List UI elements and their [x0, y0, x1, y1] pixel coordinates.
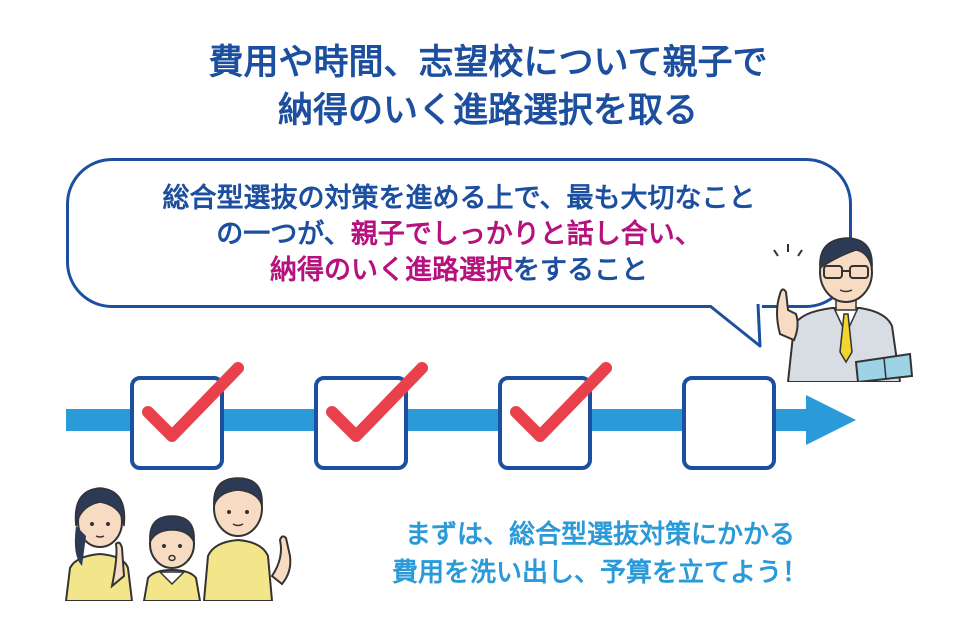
speech-bubble: 総合型選抜の対策を進める上で、最も大切なこと の一つが、親子でしっかりと話し合い… [66, 158, 852, 308]
checkmark-icon [326, 362, 428, 442]
timeline-arrow [66, 395, 856, 445]
bubble-line2-highlight: 親子でしっかりと話し合い、 [350, 219, 702, 250]
check-box-2 [314, 362, 428, 470]
teacher-figure [773, 237, 914, 382]
check-box-3 [498, 362, 612, 470]
check-box-4 [682, 376, 776, 470]
bubble-line1: 総合型選抜の対策を進める上で、最も大切なこと [162, 183, 756, 214]
checkmark-icon [510, 362, 612, 442]
checkmark-icon [142, 362, 244, 442]
bubble-line3-text: をすること [513, 255, 648, 286]
family-figures [64, 477, 292, 601]
bubble-line3: 納得のいく進路選択をすること [69, 253, 849, 289]
bottom-note-line2: 費用を洗い出し、予算を立てよう！ [391, 558, 808, 588]
bubble-line3-highlight: 納得のいく進路選択 [270, 255, 513, 286]
check-box-1 [130, 362, 244, 470]
bubble-tail [709, 303, 762, 348]
bubble-line2: の一つが、親子でしっかりと話し合い、 [69, 217, 849, 253]
page-title-line1: 費用や時間、志望校について親子で [208, 43, 768, 83]
bottom-note-line1: まずは、総合型選抜対策にかかる [404, 520, 795, 550]
page-title-line2: 納得のいく進路選択を取る [277, 91, 698, 131]
bubble-line2-text: の一つが、 [216, 219, 351, 250]
